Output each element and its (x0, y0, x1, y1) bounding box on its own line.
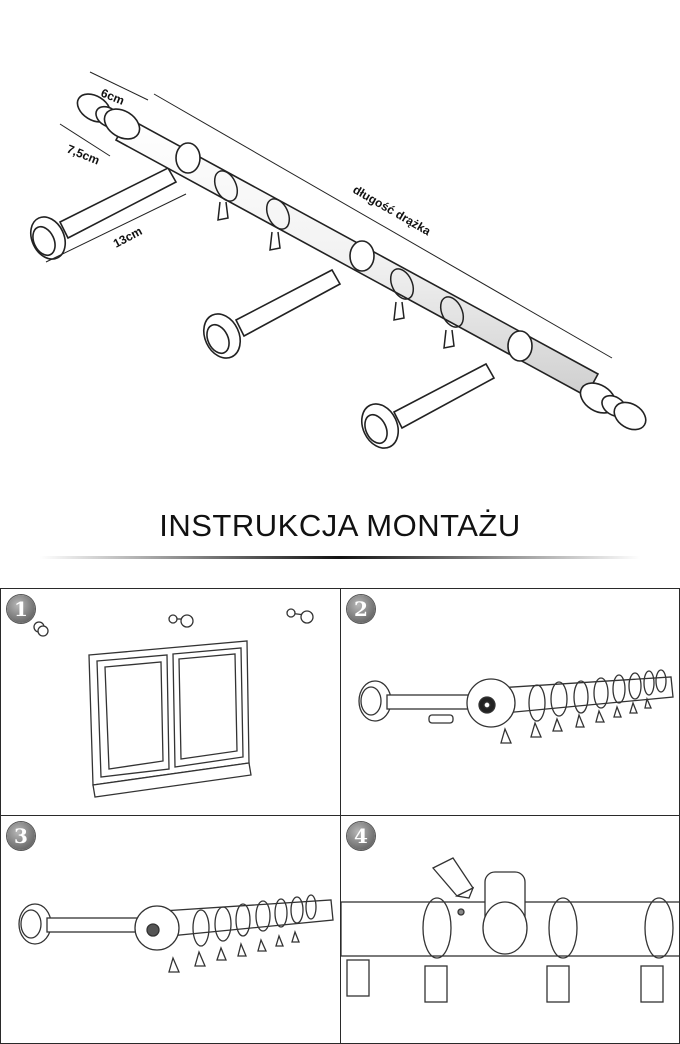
bracket-middle (202, 268, 342, 359)
finial-left (76, 93, 141, 140)
step-1-illustration (33, 608, 314, 798)
bracket-left (29, 166, 178, 260)
wall-bracket-middle (168, 614, 194, 628)
rings (528, 669, 667, 722)
rod-with-rings (466, 676, 674, 728)
dim-rod-length-label: długość drążka (351, 182, 434, 238)
step-4-illustration (341, 857, 679, 1003)
step-2-badge: 2 (347, 595, 375, 623)
step-2-illustration (358, 669, 674, 744)
curtain-rod-diagram: 6cm 7,5cm 13cm długość drążka (29, 71, 647, 449)
step-3-panel: 3 (0, 815, 341, 1044)
window (88, 640, 252, 798)
rings (422, 897, 674, 959)
step-2-panel: 2 (340, 588, 680, 816)
glue-tube (431, 857, 475, 916)
finial-right (579, 382, 647, 431)
step-3-badge: 3 (7, 822, 35, 850)
clips (346, 959, 664, 1003)
bracket-arm (18, 903, 148, 945)
dimension-lines (45, 71, 613, 359)
bracket-ring-holder (482, 871, 528, 955)
bracket-arms (29, 166, 496, 449)
clips (500, 696, 653, 744)
bracket-right (360, 362, 496, 449)
page-title: INSTRUKCJA MONTAŻU (159, 508, 521, 543)
dim-finial-diameter-label: 7,5cm (65, 142, 102, 168)
step-4-badge: 4 (347, 822, 375, 850)
bracket-caps (175, 142, 533, 362)
step-1-panel: 1 (0, 588, 341, 816)
title-underline (40, 556, 640, 559)
clips (168, 930, 300, 973)
rings-with-clips (213, 170, 465, 349)
step-3-illustration (18, 894, 334, 973)
bracket-arm (358, 680, 478, 722)
step-1-badge: 1 (7, 595, 35, 623)
wall-bracket-left (33, 621, 49, 637)
screw (428, 714, 454, 724)
rings (192, 894, 317, 947)
wall-bracket-right (286, 608, 314, 624)
step-4-panel: 4 (340, 815, 680, 1044)
